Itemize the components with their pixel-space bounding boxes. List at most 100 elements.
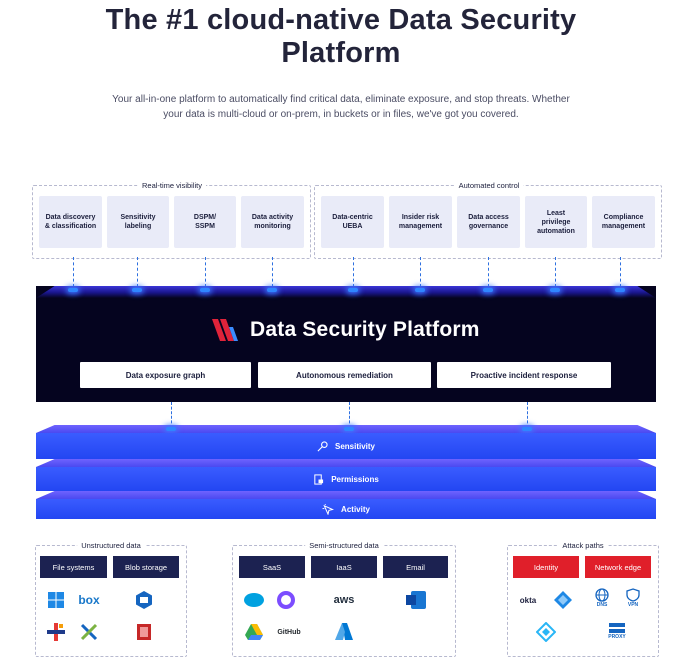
real-time-visibility-label: Real-time visibility [137,181,207,190]
glow-dot [483,288,493,292]
platform-title-text: Data Security Platform [250,318,480,341]
capability-label: Data discovery & classification [44,214,97,230]
proxy-logo-text: PROXY [608,634,626,640]
permissions-layer-top [36,459,656,467]
subtitle-line-2: your data is multi-cloud or on-prem, in … [163,109,519,120]
platform-top-face [36,286,656,298]
diamond-logo-icon [534,621,558,643]
network-edge-button[interactable]: Network edge [585,556,651,578]
button-label: File systems [52,562,95,572]
capability-label: Data access governance [468,214,509,230]
github-logo-text: GitHub [277,628,301,636]
connector-line [555,257,556,287]
box-logo-text: box [78,593,100,607]
title-line-2: Platform [281,37,401,69]
dns-logo-text: DNS [596,602,608,608]
data-exposure-graph-card: Data exposure graph [80,362,251,388]
github-logo-icon: GitHub [274,621,304,643]
connector-line [205,257,206,287]
mix-logo-icon [44,621,68,643]
glow-dot [344,427,354,431]
capability-label: Sensitivity labeling [120,214,156,230]
button-label: SaaS [262,562,282,572]
card-label: Data exposure graph [125,370,206,380]
connector-line [171,402,172,428]
connector-line [620,257,621,287]
blob-storage-button[interactable]: Blob storage [113,556,179,578]
subtitle-line-1: Your all-in-one platform to automaticall… [112,94,570,105]
proxy-logo-icon: PROXY [604,620,630,642]
storage-logo-icon [132,589,156,611]
capability-dspm-sspm: DSPM/ SSPM [174,196,236,248]
sensitivity-layer: Sensitivity [36,433,656,459]
platform-title: Data Security Platform [212,318,480,342]
capability-sensitivity-labeling: Sensitivity labeling [107,196,169,248]
permissions-layer: Permissions [36,467,656,491]
connector-line [420,257,421,287]
capability-insider-risk: Insider risk management [389,196,452,248]
autonomous-remediation-card: Autonomous remediation [258,362,431,388]
iaas-button[interactable]: IaaS [311,556,377,578]
windows-logo-icon [44,589,68,611]
capability-label: DSPM/ SSPM [193,214,217,230]
proactive-incident-response-card: Proactive incident response [437,362,611,388]
okta-logo-text: okta [519,595,537,605]
glow-dot [550,288,560,292]
capability-label: Compliance management [601,214,646,230]
capability-label: Least privilege automation [537,209,575,235]
button-label: Identity [533,562,559,572]
capability-data-discovery: Data discovery & classification [39,196,102,248]
glow-dot [267,288,277,292]
aws-logo-text: aws [333,594,355,606]
button-label: Blob storage [124,562,168,572]
activity-layer: Activity [36,499,656,519]
glow-dot [615,288,625,292]
activity-layer-top [36,491,656,499]
varonis-logo-icon [212,319,238,341]
identity-button[interactable]: Identity [513,556,579,578]
vpn-logo-icon: VPN [621,587,645,609]
card-label: Proactive incident response [470,370,578,380]
capability-data-centric-ueba: Data-centric UEBA [321,196,384,248]
button-label: IaaS [336,562,352,572]
real-time-visibility-group: Real-time visibility [32,181,311,259]
capability-compliance-management: Compliance management [592,196,655,248]
connector-line [137,257,138,287]
key-icon [317,440,328,451]
glow-dot [348,288,358,292]
drive-logo-icon [242,621,266,643]
stack-logo-icon [132,621,156,643]
exchange-logo-icon [404,589,428,611]
salesforce-logo-icon [242,589,266,611]
button-label: Network edge [594,562,642,572]
okta-ring-logo-icon [274,589,298,611]
okta-logo-icon: okta [514,589,542,611]
glow-dot [200,288,210,292]
capability-least-privilege: Least privilege automation [525,196,587,248]
attack-paths-label: Attack paths [558,541,608,550]
connector-line [272,257,273,287]
dns-logo-icon: DNS [590,587,614,609]
capability-label: Insider risk management [398,214,443,230]
cross-logo-icon [77,621,101,643]
saas-button[interactable]: SaaS [239,556,305,578]
email-button[interactable]: Email [383,556,448,578]
connector-line [353,257,354,287]
capability-label: Data activity monitoring [251,214,294,230]
arrows-logo-icon [551,589,575,611]
glow-dot [166,427,176,431]
glow-dot [522,427,532,431]
unstructured-data-label: Unstructured data [77,541,145,550]
capability-data-activity-monitoring: Data activity monitoring [241,196,304,248]
glow-dot [415,288,425,292]
vpn-logo-text: VPN [627,602,639,608]
box-logo-icon: box [77,589,101,611]
glow-dot [132,288,142,292]
glow-dot [68,288,78,292]
button-label: Email [406,562,425,572]
file-systems-button[interactable]: File systems [40,556,107,578]
aws-logo-icon: aws [332,589,356,611]
semi-structured-data-label: Semi-structured data [305,541,383,550]
card-label: Autonomous remediation [296,370,393,380]
sensitivity-label: Sensitivity [334,441,375,451]
